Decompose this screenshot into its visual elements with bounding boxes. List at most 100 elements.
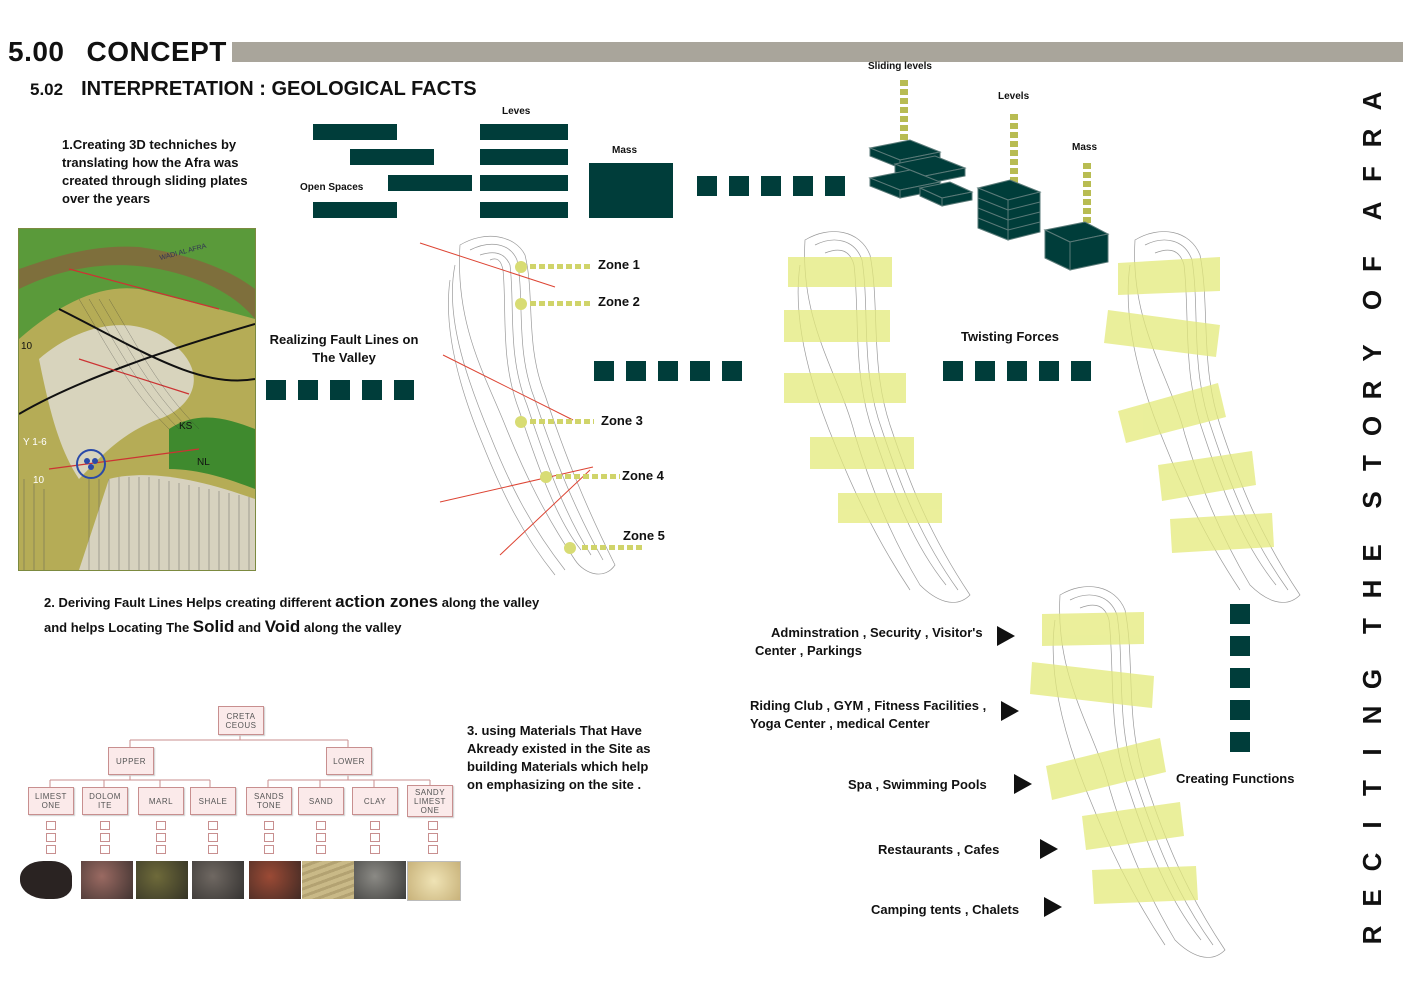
arrow-right-icon [1040,839,1058,859]
zone-4-marker [540,471,552,483]
vertical-title-letter [1369,222,1375,252]
tree-mini-box [264,845,274,854]
material-stone-image [192,861,244,899]
mass-label: Mass [612,145,638,156]
header-bar [232,42,1403,62]
vertical-title-letter: Y [1357,344,1387,363]
vertical-title-letter [1369,511,1375,541]
vertical-title-letter [1369,637,1375,667]
zone-3-leader [530,419,594,424]
connector-square [943,361,963,381]
level-bar [480,124,568,140]
connector-square [697,176,717,196]
vertical-title-letter: F [1357,255,1387,272]
level-bar [480,175,568,191]
tree-mini-box [428,821,438,830]
tree-mini-box [370,821,380,830]
fault-lines-label: Realizing Fault Lines on The Valley [269,332,419,365]
material-stone-image [20,861,72,899]
function-spa-text: Spa , Swimming Pools [848,777,987,792]
vertical-title-letter: N [1357,706,1387,725]
connector-square [658,361,678,381]
material-stone-image [302,861,354,899]
point-3-text: 3. using Materials That Have Akready exi… [467,723,651,792]
arrow-right-icon [1001,701,1019,721]
connector-square [266,380,286,400]
valley-bands-drawing [784,231,971,603]
vertical-title-letter: H [1357,579,1387,599]
connector-square [1230,668,1250,688]
material-stone-image [249,861,301,899]
connector-square [1039,361,1059,381]
tree-node-root: CRETA CEOUS [218,706,264,735]
vertical-title-letter: O [1357,290,1387,311]
material-stone-image [354,861,406,899]
zone-4-leader [556,474,620,479]
tree-leaf-sand: SAND [298,787,344,815]
tree-mini-box [370,845,380,854]
arrow-right-icon [1044,897,1062,917]
connector-square [1230,604,1250,624]
tree-mini-box [46,821,56,830]
connector-square [1071,361,1091,381]
leves-label: Leves [502,106,531,117]
arrow-right-icon [997,626,1015,646]
connector-square [722,361,742,381]
map-label-ks: KS [179,421,193,432]
zone-4-label: Zone 4 [622,468,664,483]
connector-square [761,176,781,196]
zone-5-label: Zone 5 [623,528,665,543]
arrow-right-icon [1014,774,1032,794]
function-restaurants-text: Restaurants , Cafes [878,842,1000,857]
vertical-title-letter: C [1357,852,1387,871]
sliding-levels-leader [900,80,908,152]
connector-square [825,176,845,196]
tree-mini-box [428,845,438,854]
map-label-10-b: 10 [33,475,45,486]
map-label-y16: Y 1-6 [23,437,47,448]
connector-square [594,361,614,381]
connector-square [394,380,414,400]
material-stone-image [136,861,188,899]
connector-square [793,176,813,196]
tree-mini-box [100,833,110,842]
tree-mini-box [316,845,326,854]
tree-mini-box [428,833,438,842]
connector-square [362,380,382,400]
open-spaces-label: Open Spaces [300,182,364,193]
levels-label: Levels [998,91,1030,102]
tree-mini-box [156,845,166,854]
connector-square [975,361,995,381]
geological-map-drawing [19,229,255,570]
tree-leaf-shale: SHALE [190,787,236,815]
tree-mini-box [100,845,110,854]
vertical-title-letter: A [1357,91,1387,111]
tree-node-lower: LOWER [326,747,372,775]
mass-label-3d: Mass [1072,142,1098,153]
zone-1-marker [515,261,527,273]
vertical-title-letter: T [1357,780,1387,797]
tree-leaf-sandy-limestone: SANDY LIMEST ONE [407,785,453,817]
vertical-title-letter: E [1357,543,1387,562]
geological-map: KS NL Y 1-6 10 10 WADI AL AFRA [18,228,256,571]
function-riding-text: Riding Club , GYM , Fitness Facilities ,… [750,698,987,731]
material-stone-image [81,861,133,899]
tree-mini-box [208,821,218,830]
level-bar [480,149,568,165]
plate [388,175,472,191]
connector-square [690,361,710,381]
tree-mini-box [208,845,218,854]
connector-square [1230,732,1250,752]
valley-zones-drawing [419,235,616,576]
tree-leaf-marl: MARL [138,787,184,815]
zone-3-label: Zone 3 [601,413,643,428]
plate [350,149,434,165]
zone-2-label: Zone 2 [598,294,640,309]
tree-node-upper: UPPER [108,747,154,775]
vertical-title-letter: R [1357,380,1387,400]
levels-leader [1010,114,1018,186]
vertical-title-letter: R [1357,128,1387,147]
